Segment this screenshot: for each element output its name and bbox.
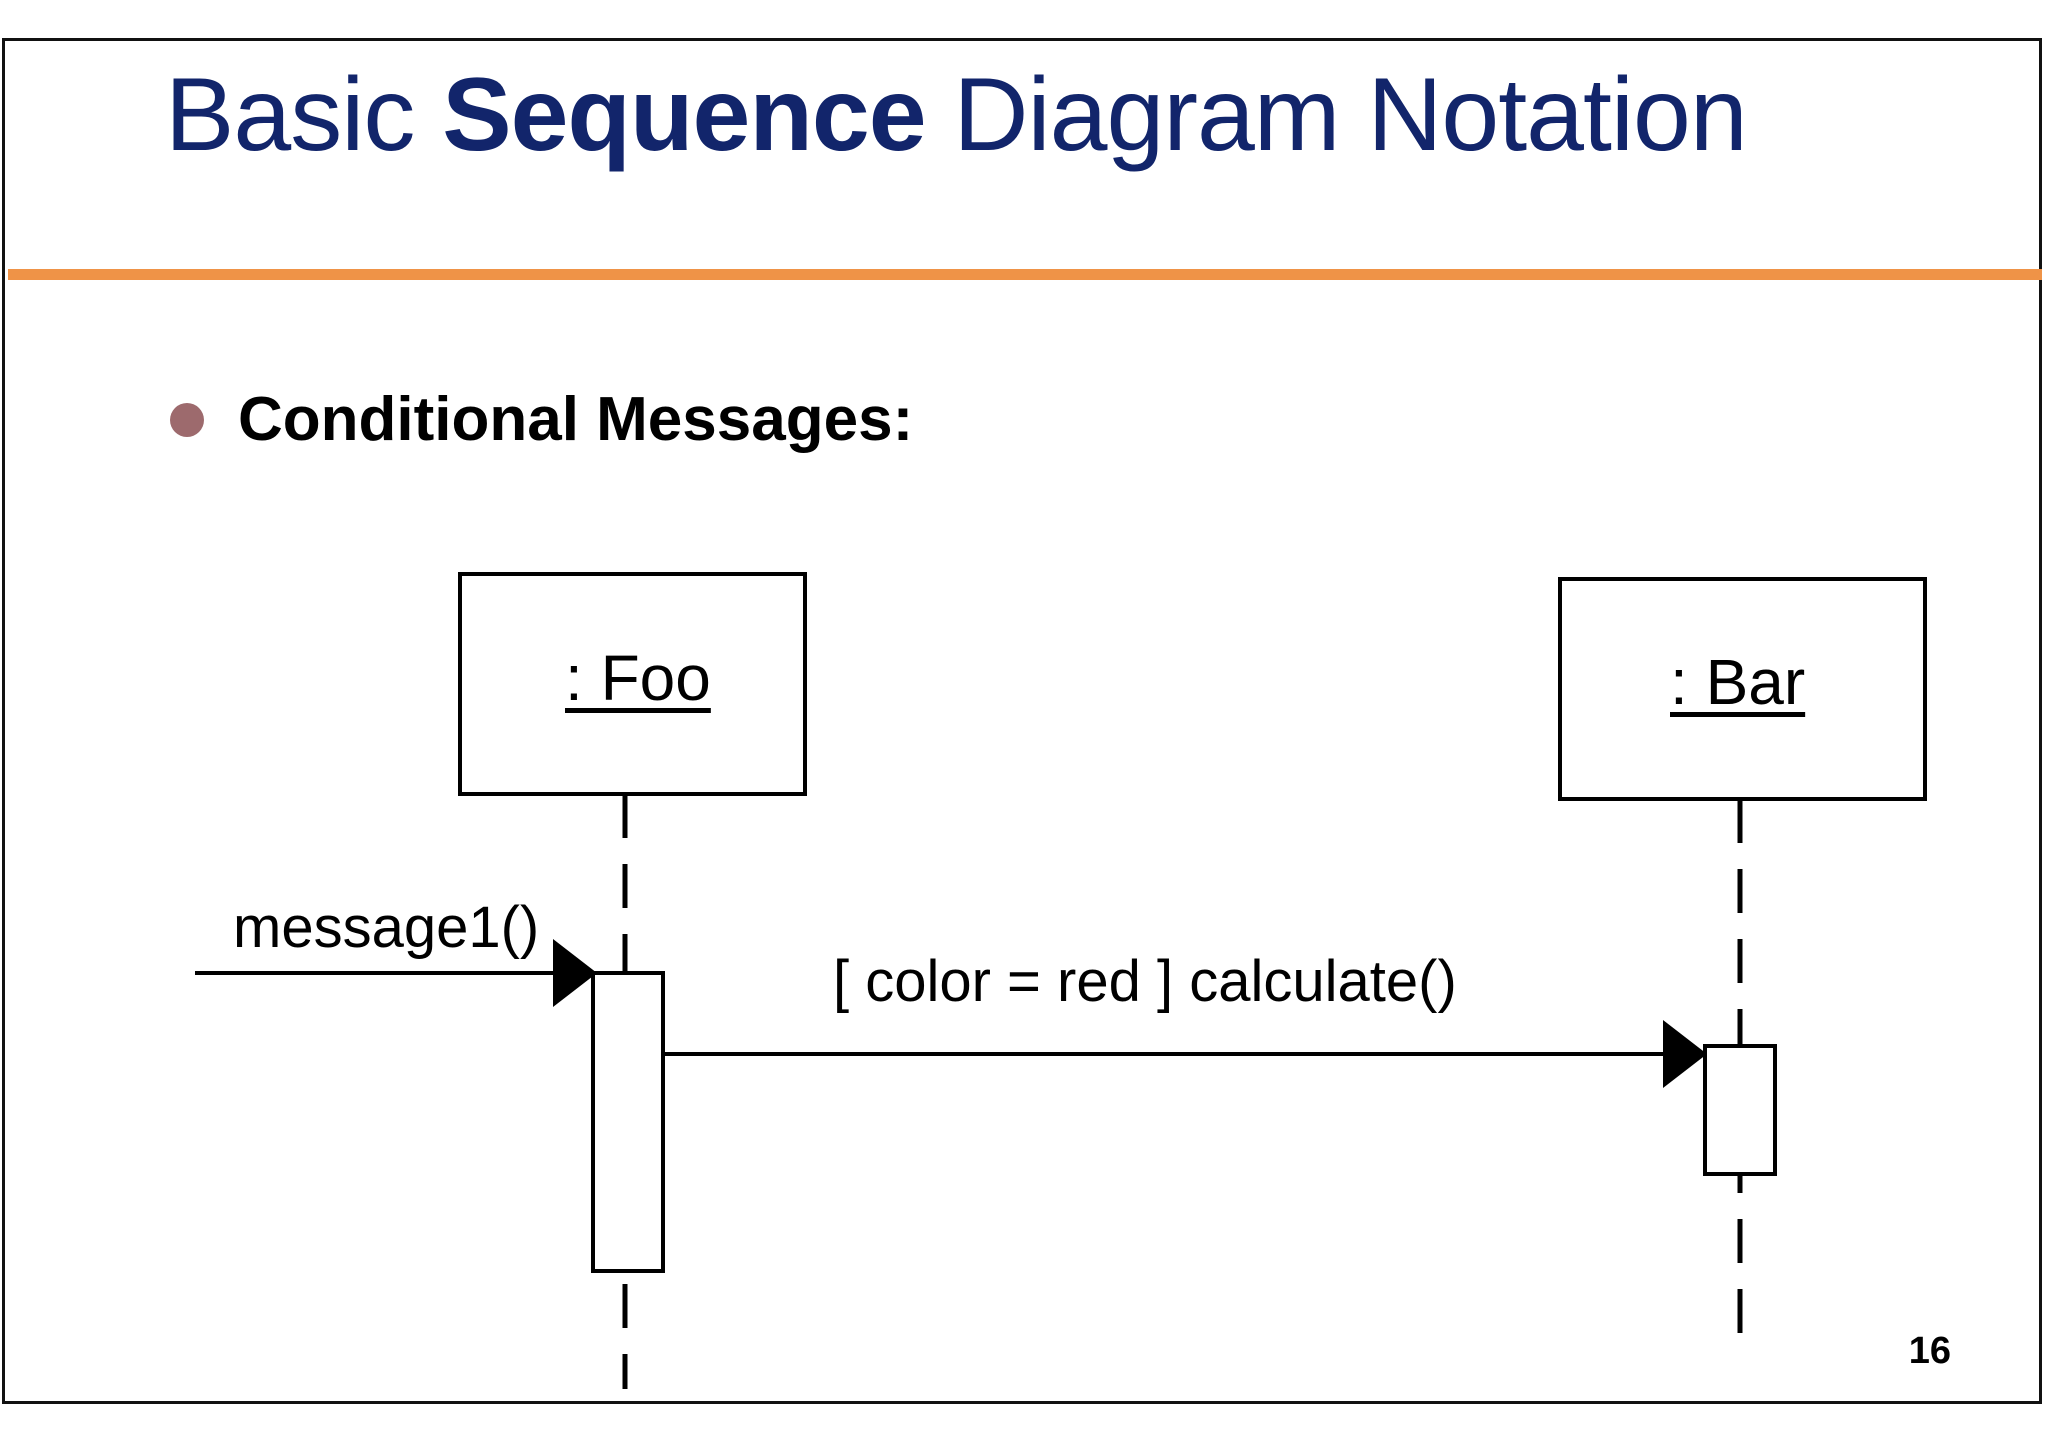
object-box-bar[interactable] bbox=[1558, 577, 1927, 801]
slide-canvas: Basic Sequence Diagram Notation Conditio… bbox=[2, 38, 2042, 1404]
sequence-diagram: : Foo : Bar message1() [ color = red ] c… bbox=[5, 41, 2045, 1407]
activation-bar-foo[interactable] bbox=[591, 971, 665, 1273]
bullet-label: Conditional Messages: bbox=[238, 385, 914, 454]
title-accent-rule bbox=[8, 269, 2042, 280]
page-title: Basic Sequence Diagram Notation bbox=[165, 63, 1748, 167]
message1-arrowhead-icon bbox=[553, 939, 597, 1007]
message-arrow-message1[interactable] bbox=[195, 939, 597, 1007]
page-number: 16 bbox=[1908, 1330, 1951, 1372]
object-label-bar: : Bar bbox=[1670, 646, 1806, 718]
slide-title-area: Basic Sequence Diagram Notation bbox=[5, 41, 2039, 239]
calculate-arrowhead-icon bbox=[1663, 1020, 1707, 1088]
participant-bar[interactable] bbox=[1558, 577, 1927, 1351]
sequence-diagram-svg bbox=[195, 572, 1927, 1389]
message-label-calculate: [ color = red ] calculate() bbox=[833, 949, 1457, 1014]
bullet-marker-icon bbox=[170, 403, 204, 437]
title-emphasis: Sequence bbox=[442, 57, 926, 173]
object-label-foo: : Foo bbox=[565, 642, 711, 714]
message-label-message1: message1() bbox=[233, 895, 540, 960]
title-suffix: Diagram Notation bbox=[925, 57, 1747, 173]
title-prefix: Basic bbox=[165, 57, 443, 173]
participant-foo[interactable] bbox=[458, 572, 807, 1389]
object-box-foo[interactable] bbox=[458, 572, 807, 796]
activation-bar-bar[interactable] bbox=[1703, 1044, 1777, 1176]
bullet-row: Conditional Messages: bbox=[170, 389, 913, 451]
message-arrow-calculate[interactable] bbox=[663, 1020, 1707, 1088]
